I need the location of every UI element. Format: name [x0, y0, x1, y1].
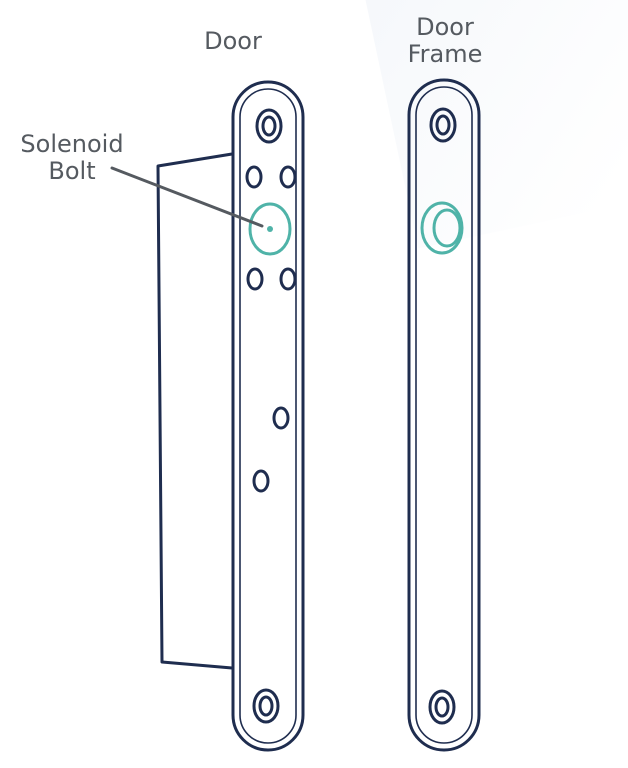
door-frame-label-line-2: Frame: [407, 40, 483, 68]
door-screw-hole-4: [279, 267, 297, 291]
door-bottom-countersunk-hole: [252, 688, 280, 724]
bolt-receiver-inner: [432, 208, 462, 248]
frame-top-countersunk-hole: [429, 107, 457, 143]
door-frame-plate-inner-edge: [415, 86, 473, 744]
frame-top-countersunk-hole-inner: [435, 114, 451, 136]
door-screw-hole-3: [246, 267, 264, 291]
door-label: Door: [192, 28, 274, 55]
door-screw-hole-5: [272, 406, 290, 430]
door-top-countersunk-hole-inner: [261, 115, 277, 137]
door-bottom-countersunk-hole-inner: [258, 695, 274, 717]
door-frame-label-line-1: Door: [416, 13, 474, 41]
frame-bottom-countersunk-hole-inner: [434, 696, 450, 718]
bolt-receiver-outer: [420, 201, 464, 255]
lock-body-outline: [156, 152, 234, 670]
solenoid-bolt-label-line-2: Bolt: [48, 157, 96, 185]
door-frame-label: Door Frame: [396, 14, 494, 68]
door-plate-inner-edge: [239, 88, 297, 744]
door-frame-plate: [407, 78, 481, 752]
frame-bottom-countersunk-hole: [428, 689, 456, 725]
solenoid-bolt-pin: [267, 226, 273, 232]
solenoid-bolt-leader-line: [110, 166, 264, 228]
door-screw-hole-6: [252, 469, 270, 493]
solenoid-bolt-ring: [248, 202, 292, 256]
solenoid-bolt-label-line-1: Solenoid: [20, 130, 124, 158]
door-screw-hole-2: [279, 165, 297, 189]
door-plate: [231, 80, 305, 752]
door-label-line-1: Door: [204, 27, 262, 55]
solenoid-bolt-label: Solenoid Bolt: [8, 131, 136, 185]
door-top-countersunk-hole: [255, 108, 283, 144]
door-screw-hole-1: [245, 165, 263, 189]
